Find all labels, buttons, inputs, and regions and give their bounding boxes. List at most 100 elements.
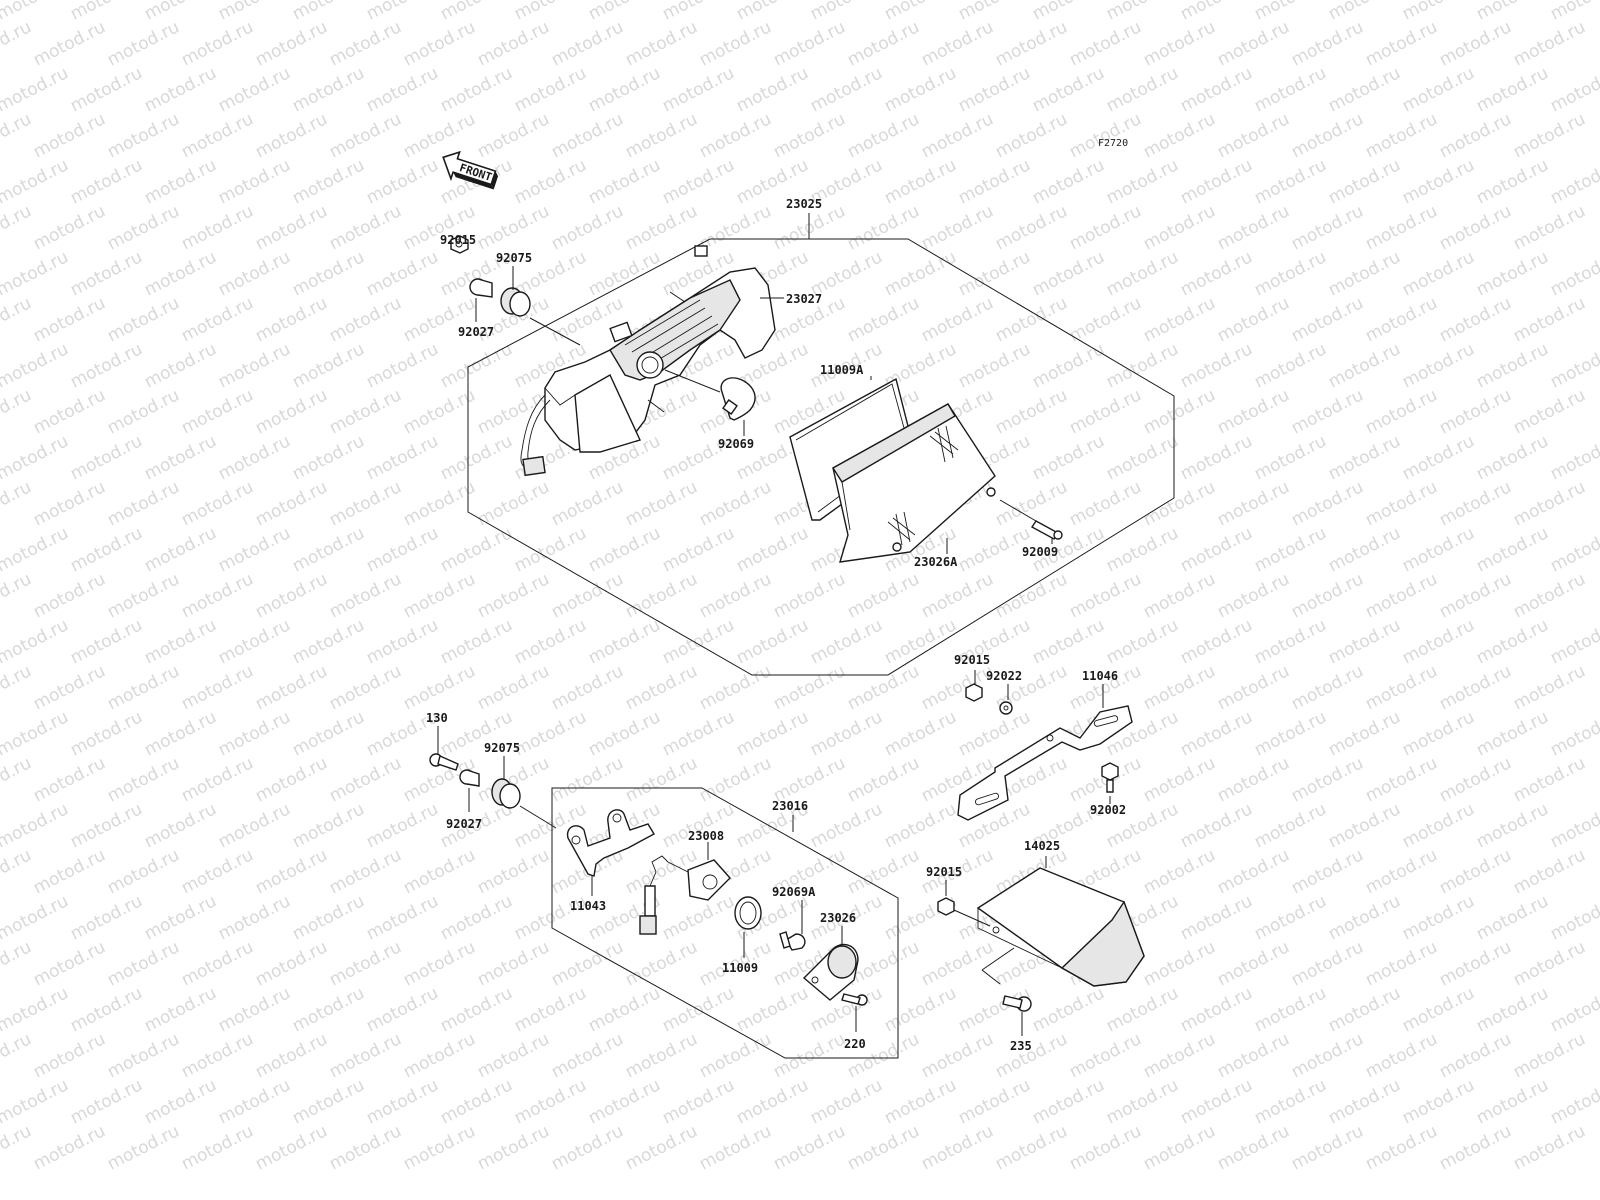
watermark-text: motod.ru [1362, 201, 1441, 254]
watermark-text: motod.ru [1214, 201, 1293, 254]
watermark-text: motod.ru [1436, 753, 1515, 806]
taillight-assembly-outline [467, 238, 1175, 676]
watermark-text: motod.ru [1436, 661, 1515, 714]
watermark-text: motod.ru [1325, 339, 1404, 392]
watermark-text: motod.ru [30, 17, 109, 70]
screw-92009 [999, 499, 1063, 544]
watermark-text: motod.ru [1251, 247, 1330, 300]
watermark-text: motod.ru [696, 17, 775, 70]
watermark-text: motod.ru [733, 707, 812, 760]
watermark-text: motod.ru [733, 523, 812, 576]
watermark-text: motod.ru [0, 431, 72, 484]
watermark-text: motod.ru [1362, 937, 1441, 990]
watermark-text: motod.ru [141, 891, 220, 944]
watermark-text: motod.ru [881, 707, 960, 760]
watermark-text: motod.ru [0, 753, 35, 806]
watermark-text: motod.ru [400, 17, 479, 70]
watermark-text: motod.ru [585, 0, 664, 24]
watermark-text: motod.ru [0, 615, 72, 668]
watermark-text: motod.ru [1473, 0, 1552, 24]
watermark-text: motod.ru [585, 1075, 664, 1128]
taillight-housing [520, 245, 776, 477]
watermark-text: motod.ru [104, 17, 183, 70]
watermark-text: motod.ru [511, 1075, 590, 1128]
watermark-text: motod.ru [215, 799, 294, 852]
watermark-text: motod.ru [955, 63, 1034, 116]
watermark-text: motod.ru [622, 569, 701, 622]
watermark-text: motod.ru [178, 293, 257, 346]
watermark-text: motod.ru [881, 247, 960, 300]
watermark-text: motod.ru [252, 293, 331, 346]
lens-23026A [832, 403, 996, 563]
watermark-text: motod.ru [1547, 155, 1600, 208]
watermark-text: motod.ru [992, 293, 1071, 346]
watermark-text: motod.ru [215, 0, 294, 24]
watermark-text: motod.ru [1399, 523, 1478, 576]
watermark-text: motod.ru [30, 661, 109, 714]
watermark-text: motod.ru [1251, 431, 1330, 484]
watermark-text: motod.ru [1547, 707, 1600, 760]
watermark-text: motod.ru [0, 845, 35, 898]
watermark-text: motod.ru [67, 615, 146, 668]
watermark-text: motod.ru [1066, 17, 1145, 70]
watermark-text: motod.ru [178, 1029, 257, 1082]
watermark-text: motod.ru [141, 1075, 220, 1128]
watermark-text: motod.ru [770, 1121, 849, 1174]
watermark-text: motod.ru [1029, 339, 1108, 392]
watermark-text: motod.ru [67, 63, 146, 116]
watermark-text: motod.ru [1066, 569, 1145, 622]
watermark-text: motod.ru [1066, 753, 1145, 806]
watermark-text: motod.ru [844, 201, 923, 254]
watermark-text: motod.ru [104, 661, 183, 714]
watermark-text: motod.ru [1547, 431, 1600, 484]
watermark-text: motod.ru [1325, 247, 1404, 300]
watermark-text: motod.ru [30, 1121, 109, 1174]
watermark-text: motod.ru [141, 523, 220, 576]
watermark-text: motod.ru [1103, 155, 1182, 208]
watermark-text: motod.ru [326, 201, 405, 254]
watermark-text: motod.ru [1103, 1075, 1182, 1128]
watermark-text: motod.ru [178, 477, 257, 530]
watermark-text: motod.ru [1325, 707, 1404, 760]
watermark-text: motod.ru [1177, 523, 1256, 576]
watermark-text: motod.ru [622, 201, 701, 254]
nut-92015-mid [965, 670, 983, 702]
watermark-text: motod.ru [326, 753, 405, 806]
watermark-text: motod.ru [955, 0, 1034, 24]
watermark-text: motod.ru [1103, 0, 1182, 24]
watermark-text: motod.ru [955, 155, 1034, 208]
watermark-text: motod.ru [1214, 293, 1293, 346]
watermark-text: motod.ru [363, 247, 442, 300]
label-14025: 14025 [1024, 839, 1060, 853]
bolt-130 [429, 726, 459, 771]
bulb-92069A [779, 900, 806, 951]
watermark-text: motod.ru [918, 17, 997, 70]
watermark-text: motod.ru [1362, 17, 1441, 70]
watermark-text: motod.ru [30, 477, 109, 530]
watermark-text: motod.ru [252, 1029, 331, 1082]
watermark-text: motod.ru [1214, 17, 1293, 70]
watermark-text: motod.ru [0, 1029, 35, 1082]
watermark-text: motod.ru [1103, 523, 1182, 576]
watermark-text: motod.ru [1029, 983, 1108, 1036]
watermark-text: motod.ru [1214, 753, 1293, 806]
watermark-text: motod.ru [437, 339, 516, 392]
watermark-text: motod.ru [0, 891, 72, 944]
label-92002: 92002 [1090, 803, 1126, 817]
watermark-text: motod.ru [178, 109, 257, 162]
watermark-text: motod.ru [104, 201, 183, 254]
watermark-text: motod.ru [30, 753, 109, 806]
watermark-text: motod.ru [289, 707, 368, 760]
watermark-text: motod.ru [1214, 661, 1293, 714]
watermark-text: motod.ru [696, 477, 775, 530]
watermark-text: motod.ru [1214, 1121, 1293, 1174]
watermark-text: motod.ru [622, 1121, 701, 1174]
watermark-text: motod.ru [1177, 0, 1256, 24]
watermark-text: motod.ru [0, 661, 35, 714]
watermark-text: motod.ru [1399, 707, 1478, 760]
watermark-text: motod.ru [326, 1029, 405, 1082]
watermark-text: motod.ru [215, 247, 294, 300]
watermark-text: motod.ru [178, 17, 257, 70]
watermark-text: motod.ru [733, 0, 812, 24]
watermark-text: motod.ru [918, 1029, 997, 1082]
